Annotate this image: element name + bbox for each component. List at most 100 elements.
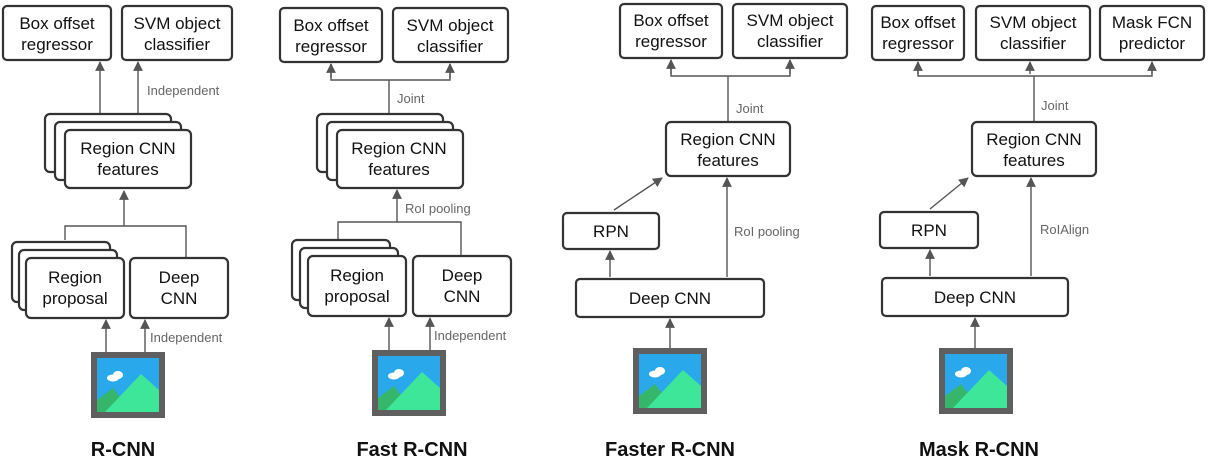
deep-cnn: Deep CNN — [128, 256, 230, 320]
image-icon — [939, 348, 1013, 414]
svm-object-classifier: SVM object classifier — [974, 4, 1092, 62]
independent-bottom-label: Independent — [150, 330, 223, 345]
region-proposal: Region proposal — [290, 238, 408, 318]
image-cloud-puff — [655, 367, 665, 375]
rpn: RPN — [561, 211, 661, 251]
deep-cnn-box — [880, 276, 1070, 318]
features-line1: Region CNN — [680, 130, 775, 149]
deep-cnn-line1: Deep — [442, 266, 483, 285]
svm-object-classifier: SVM object classifier — [731, 2, 849, 60]
joint-label: Joint — [397, 91, 425, 106]
panel-title: Mask R-CNN — [919, 439, 1039, 461]
joint-connector — [330, 64, 451, 81]
region-cnn-features: Region CNN features — [43, 112, 193, 190]
image-hill-front — [386, 372, 440, 410]
svm-line1: SVM object — [747, 11, 834, 30]
independent-bottom-label: Independent — [434, 328, 507, 343]
box-offset-line1: Box offset — [880, 13, 956, 32]
joint-connector — [670, 60, 791, 77]
image-cloud-puff — [961, 367, 971, 375]
panel-title: R-CNN — [91, 439, 155, 461]
deep-cnn-label: Deep CNN — [629, 289, 711, 308]
region-cnn-features: Region CNN features — [315, 112, 465, 190]
image-icon — [633, 348, 707, 414]
independent-top-label: Independent — [147, 83, 220, 98]
rpn-label: RPN — [911, 221, 947, 240]
panel-fast-rcnn: Box offset regressor SVM object classifi… — [278, 6, 513, 461]
image-cloud-puff — [394, 369, 404, 377]
image-hill-front — [647, 370, 701, 408]
svm-box — [120, 4, 234, 62]
panel-mask-rcnn: Box offset regressor SVM object classifi… — [870, 4, 1206, 461]
image-icon — [372, 350, 446, 416]
svm-box — [391, 6, 510, 64]
deep-cnn: Deep CNN — [880, 276, 1070, 318]
roi-pooling-label: RoI pooling — [405, 201, 471, 216]
mask-box — [1098, 4, 1206, 62]
box-offset-box — [1, 4, 113, 62]
joint-connector — [917, 62, 1153, 77]
features-stack-front — [335, 128, 465, 190]
features-box — [664, 120, 792, 178]
deep-cnn-box — [574, 277, 766, 319]
svm-box — [974, 4, 1092, 62]
region-cnn-features: Region CNN features — [970, 120, 1098, 178]
deep-cnn-box — [411, 254, 513, 318]
image-hill-front — [105, 374, 159, 412]
features-line1: Region CNN — [80, 139, 175, 158]
arrow-rpn-to-features — [613, 177, 663, 211]
merge-connector — [64, 225, 187, 258]
features-line2: features — [1003, 151, 1064, 170]
deep-cnn: Deep CNN — [411, 254, 513, 318]
svm-line1: SVM object — [407, 16, 494, 35]
box-offset-regressor: Box offset regressor — [278, 6, 384, 64]
joint-label: Joint — [1041, 98, 1069, 113]
box-offset-line2: regressor — [882, 34, 954, 53]
roialign-label: RoIAlign — [1040, 222, 1089, 237]
proposal-stack-front — [24, 256, 126, 320]
arrow-rpn-to-features — [929, 177, 969, 210]
box-offset-box — [278, 6, 384, 64]
image-icon — [91, 352, 165, 418]
rpn-label: RPN — [593, 222, 629, 241]
svm-line2: classifier — [757, 32, 823, 51]
box-offset-regressor: Box offset regressor — [618, 2, 724, 60]
proposal-line2: proposal — [324, 287, 389, 306]
svm-object-classifier: SVM object classifier — [120, 4, 234, 62]
joint-label: Joint — [736, 101, 764, 116]
panel-title: Faster R-CNN — [605, 439, 735, 461]
features-box — [970, 120, 1098, 178]
proposal-line1: Region — [330, 266, 384, 285]
proposal-stack-front — [306, 254, 408, 318]
box-offset-regressor: Box offset regressor — [870, 4, 966, 62]
features-stack-front — [63, 128, 193, 190]
mask-line1: Mask FCN — [1112, 13, 1192, 32]
deep-cnn: Deep CNN — [574, 277, 766, 319]
region-cnn-features: Region CNN features — [664, 120, 792, 178]
box-offset-line2: regressor — [21, 35, 93, 54]
svm-line1: SVM object — [134, 14, 221, 33]
deep-cnn-label: Deep CNN — [934, 288, 1016, 307]
svm-line2: classifier — [144, 35, 210, 54]
mask-line2: predictor — [1119, 34, 1185, 53]
features-line2: features — [368, 160, 429, 179]
rpn: RPN — [878, 210, 980, 250]
box-offset-line1: Box offset — [19, 14, 95, 33]
box-offset-box — [618, 2, 724, 60]
panel-title: Fast R-CNN — [356, 439, 467, 461]
deep-cnn-box — [128, 256, 230, 320]
merge-connector — [337, 221, 462, 256]
svm-box — [731, 2, 849, 60]
svm-line2: classifier — [417, 37, 483, 56]
svm-object-classifier: SVM object classifier — [391, 6, 510, 64]
box-offset-box — [870, 4, 966, 62]
features-line2: features — [697, 151, 758, 170]
features-line2: features — [97, 160, 158, 179]
panel-rcnn: Box offset regressor SVM object classifi… — [1, 4, 234, 461]
deep-cnn-line2: CNN — [444, 287, 481, 306]
rpn-box — [878, 210, 980, 250]
proposal-line1: Region — [48, 268, 102, 287]
box-offset-line2: regressor — [295, 37, 367, 56]
image-cloud-puff — [113, 371, 123, 379]
box-offset-line1: Box offset — [293, 16, 369, 35]
